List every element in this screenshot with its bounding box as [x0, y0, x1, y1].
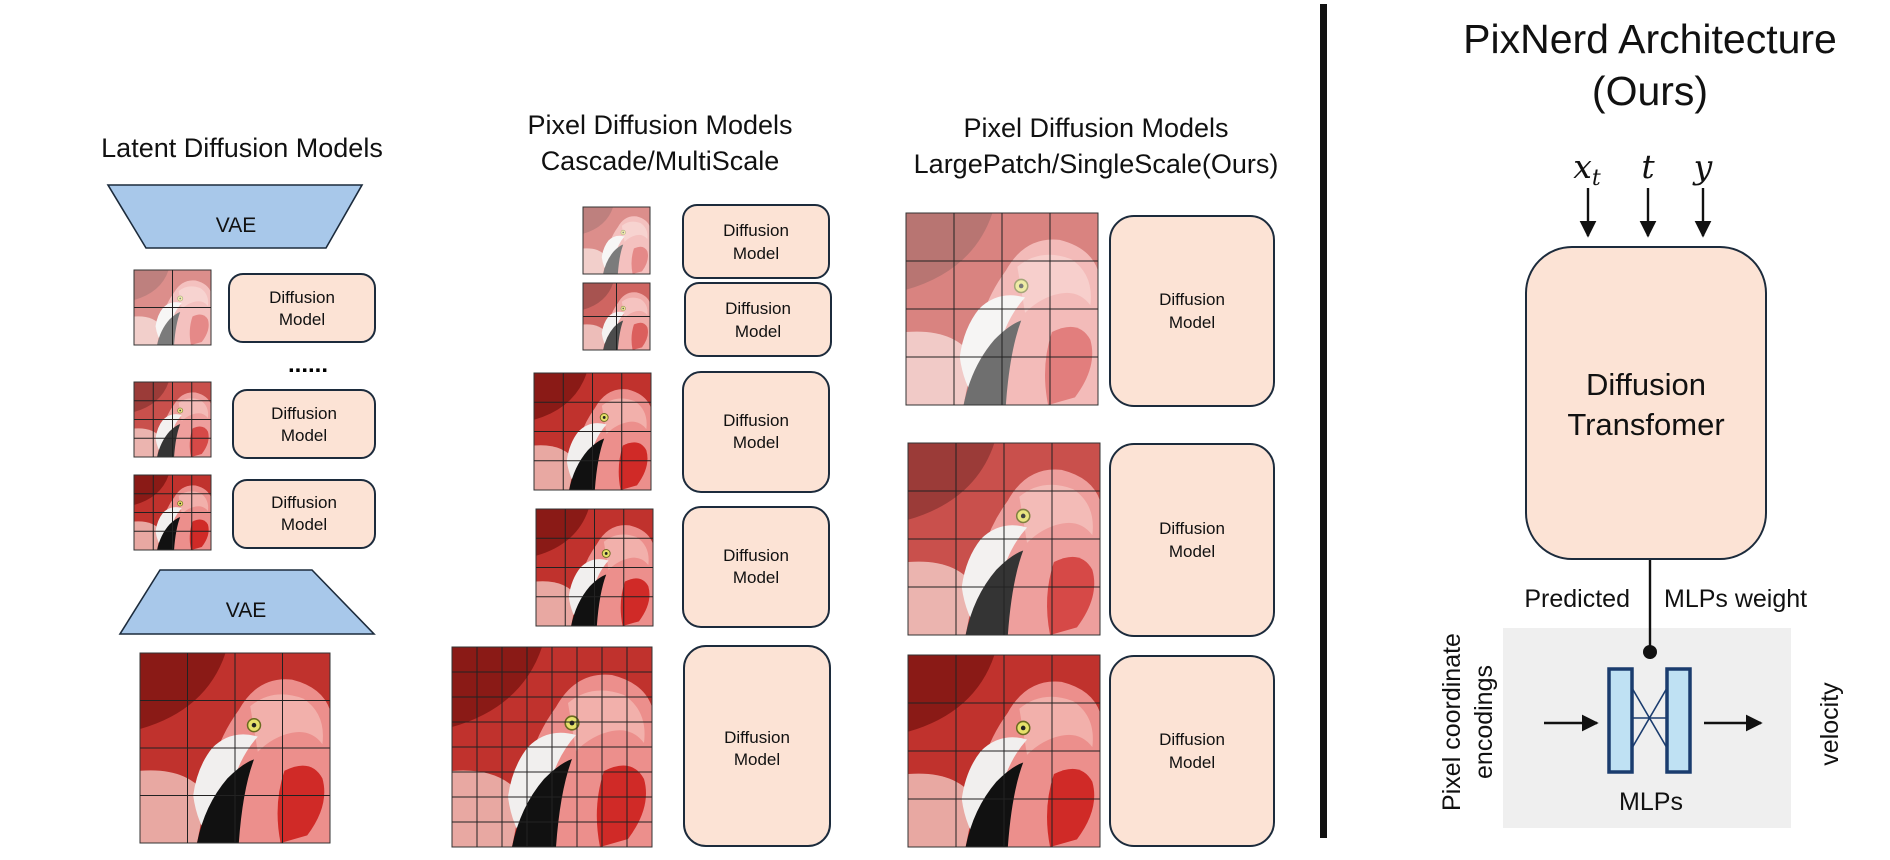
diffusion-model-label: Diffusion: [725, 299, 791, 318]
velocity-label: velocity: [1816, 682, 1844, 766]
pixnerd-title-line1: PixNerd Architecture: [1463, 16, 1837, 62]
ellipsis: ......: [288, 351, 328, 378]
diffusion-model-label: Diffusion: [723, 221, 789, 240]
predicted-label: Predicted: [1524, 585, 1630, 613]
pixnerd-architecture: PixNerd Architecture (Ours) xt t y Diffu…: [1438, 16, 1844, 828]
diffusion-model-label: Model: [1169, 753, 1215, 772]
diffusion-model-label: Diffusion: [1159, 730, 1225, 749]
diffusion-model-box: [682, 371, 830, 493]
diffusion-model-label: Model: [1169, 313, 1215, 332]
diffusion-model-label: Diffusion: [271, 493, 337, 512]
latent-diffusion-column: Latent Diffusion Models VAE Diffusion Mo…: [101, 133, 383, 844]
diffusion-model-label: Model: [1169, 542, 1215, 561]
input-x: xt: [1573, 147, 1601, 191]
vae-decoder-trapezoid: [118, 569, 376, 635]
diffusion-model-box: [682, 506, 830, 628]
diffusion-model-label: Model: [735, 322, 781, 341]
diffusion-model-box: [682, 204, 830, 279]
latent-title: Latent Diffusion Models: [101, 133, 383, 163]
diffusion-model-box: [1109, 443, 1275, 637]
diffusion-model-label: Diffusion: [723, 546, 789, 565]
vae-top-label: VAE: [216, 214, 256, 237]
pixel-coord-label-line1: Pixel coordinate: [1438, 633, 1466, 811]
mlp-layer-right: [1665, 667, 1692, 774]
input-t: t: [1641, 147, 1655, 186]
largepatch-column: Pixel Diffusion Models LargePatch/Single…: [905, 113, 1279, 848]
weight-dot: [1643, 645, 1657, 659]
cascade-title-line1: Pixel Diffusion Models: [527, 110, 792, 140]
section-divider: [1320, 4, 1327, 838]
diffusion-model-label: Model: [733, 244, 779, 263]
vae-bottom-label: VAE: [226, 599, 266, 622]
diffusion-model-label: Diffusion: [269, 288, 335, 307]
cascade-column: Pixel Diffusion Models Cascade/MultiScal…: [451, 110, 832, 848]
diffusion-model-label: Diffusion: [1159, 519, 1225, 538]
cascade-title-line2: Cascade/MultiScale: [541, 146, 780, 176]
diffusion-model-label: Diffusion: [724, 728, 790, 747]
mlp-layer-left: [1607, 667, 1634, 774]
cascade-image-tile: [583, 207, 650, 274]
diffusion-model-label: Diffusion: [1159, 290, 1225, 309]
transformer-label-line2: Transfomer: [1567, 407, 1724, 442]
diffusion-model-box: [1109, 215, 1275, 407]
diffusion-model-label: Diffusion: [271, 404, 337, 423]
diffusion-model-box: [1109, 655, 1275, 847]
pixel-coord-label-line2: encodings: [1470, 665, 1498, 779]
diffusion-model-label: Model: [733, 568, 779, 587]
diffusion-model-box: [683, 645, 831, 847]
input-y: y: [1692, 147, 1713, 186]
diffusion-model-label: Model: [734, 750, 780, 769]
vae-encoder-trapezoid: [106, 184, 364, 249]
diffusion-model-box: [232, 479, 376, 549]
diffusion-model-label: Model: [279, 310, 325, 329]
mlps-label: MLPs: [1619, 788, 1683, 816]
largepatch-title-line1: Pixel Diffusion Models: [963, 113, 1228, 143]
transformer-label-line1: Diffusion: [1586, 367, 1706, 402]
pixnerd-title-line2: (Ours): [1592, 68, 1708, 114]
mlp-panel: [1503, 628, 1791, 828]
diffusion-model-box: [228, 273, 376, 343]
diffusion-model-label: Model: [281, 426, 327, 445]
mlps-weight-label: MLPs weight: [1664, 585, 1807, 613]
diffusion-model-label: Diffusion: [723, 411, 789, 430]
diffusion-model-box: [684, 282, 832, 357]
diffusion-model-label: Model: [281, 515, 327, 534]
diffusion-model-label: Model: [733, 433, 779, 452]
diffusion-model-box: [232, 389, 376, 459]
diffusion-transformer-box: [1525, 246, 1767, 560]
largepatch-title-line2: LargePatch/SingleScale(Ours): [914, 149, 1279, 179]
